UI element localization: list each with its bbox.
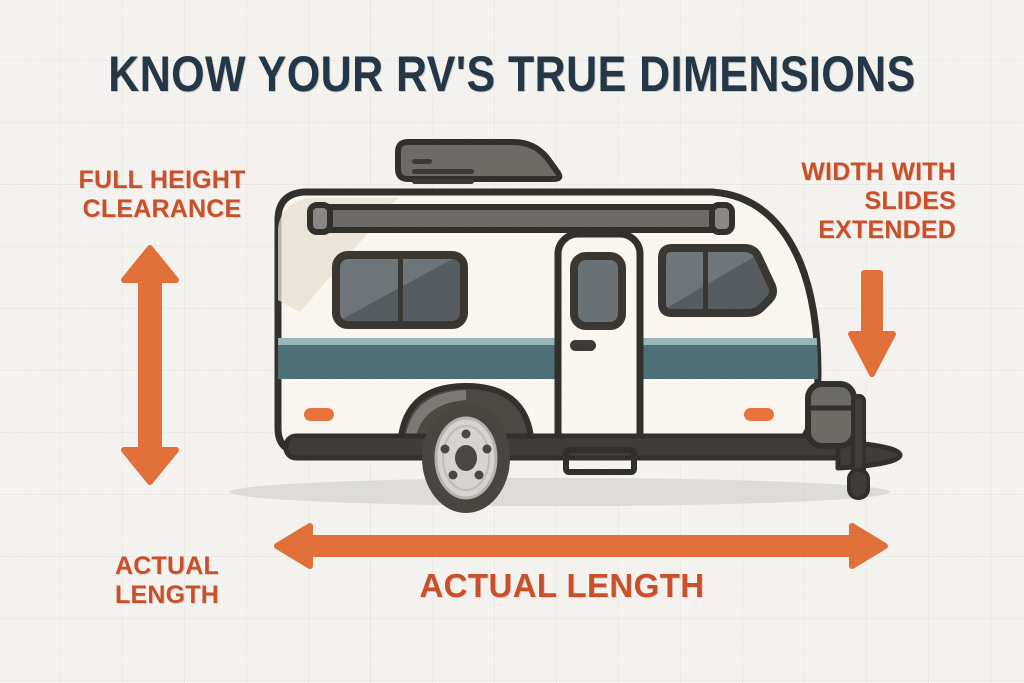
roof-air-conditioner: [395, 139, 563, 184]
side-stripe: [278, 338, 818, 379]
awning-rail: [307, 202, 735, 235]
vertical-double-arrow: [121, 245, 179, 485]
entry-step: [563, 447, 637, 475]
label-width-with-slides-extended: WIDTH WITH SLIDES EXTENDED: [801, 158, 956, 244]
horizontal-double-arrow: [274, 523, 888, 569]
down-arrow: [848, 270, 896, 377]
label-actual-length-left: ACTUAL LENGTH: [115, 552, 219, 609]
ground-shadow: [230, 478, 890, 506]
propane-tank: [805, 381, 857, 449]
rear-window: [658, 244, 777, 317]
door-handle: [570, 340, 596, 351]
marker-light-rear: [744, 408, 774, 421]
tongue-jack: [847, 394, 870, 500]
label-full-height-clearance: FULL HEIGHT CLEARANCE: [78, 166, 246, 223]
label-actual-length-main: ACTUAL LENGTH: [419, 567, 705, 604]
marker-light-front: [304, 408, 334, 421]
door-window: [570, 252, 626, 330]
wheel: [422, 403, 510, 513]
page-title: KNOW YOUR RV'S TRUE DIMENSIONS: [108, 46, 916, 102]
entry-door: [554, 230, 644, 456]
front-window: [332, 251, 468, 329]
